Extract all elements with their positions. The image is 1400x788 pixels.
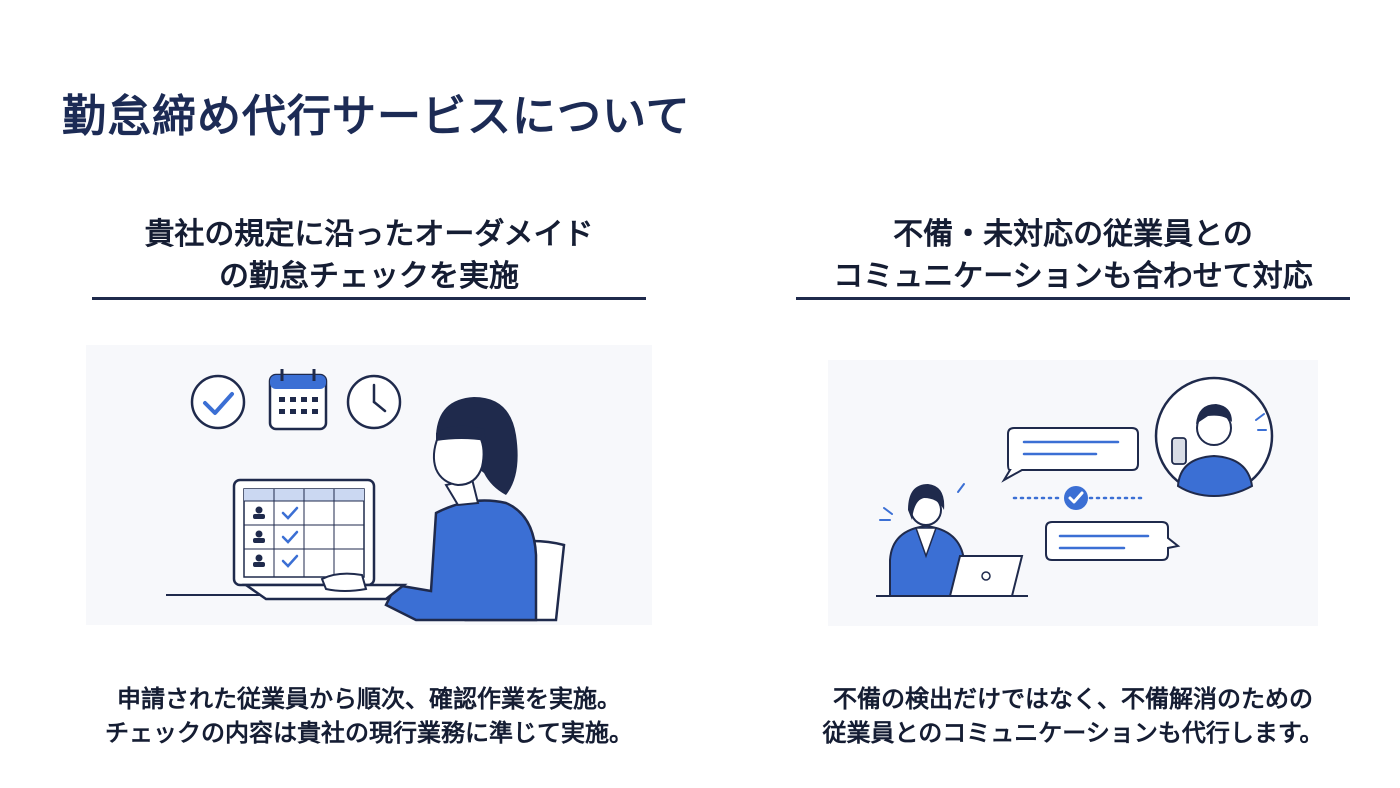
feature-card-communication: 不備・未対応の従業員との コミュニケーションも合わせて対応 [796,0,1350,788]
clock-icon [346,374,402,430]
feature-heading-line-2: の勤怠チェックを実施 [219,259,519,294]
feature-description-line-2: 従業員とのコミュニケーションも代行します。 [822,719,1324,747]
feature-heading: 貴社の規定に沿ったオーダメイド の勤怠チェックを実施 [92,214,646,298]
feature-description-line-1: 不備の検出だけではなく、不備解消のための [833,685,1313,713]
feature-heading: 不備・未対応の従業員との コミュニケーションも合わせて対応 [796,214,1350,298]
calendar-icon [268,369,328,431]
feature-description-line-2: チェックの内容は貴社の現行業務に準じて実施。 [105,719,633,747]
chat-bubble-icon [1045,521,1181,561]
feature-description-line-1: 申請された従業員から順次、確認作業を実施。 [117,685,621,713]
feature-card-checking: 貴社の規定に沿ったオーダメイド の勤怠チェックを実施 [86,0,652,788]
feature-heading-line-2: コミュニケーションも合わせて対応 [833,259,1313,294]
check-circle-icon [1064,486,1088,510]
phone-contact-avatar [1154,376,1274,498]
feature-heading-line-1: 不備・未対応の従業員との [893,217,1253,252]
feature-description: 申請された従業員から順次、確認作業を実施。 チェックの内容は貴社の現行業務に準じ… [32,682,706,750]
attendance-check-illustration [86,345,652,625]
heading-underline [92,297,646,300]
feature-description: 不備の検出だけではなく、不備解消のための 従業員とのコミュニケーションも代行しま… [736,682,1400,750]
communication-illustration [828,360,1318,626]
chat-bubble-icon [1001,427,1139,483]
heading-underline [796,297,1350,300]
feature-heading-line-1: 貴社の規定に沿ったオーダメイド [144,217,594,252]
smartphone-icon [1171,437,1187,465]
check-circle-icon [190,374,246,430]
page-title: 勤怠締め代行サービスについて [62,91,691,142]
laptop-icon [232,478,408,601]
laptop-icon [948,555,1024,597]
